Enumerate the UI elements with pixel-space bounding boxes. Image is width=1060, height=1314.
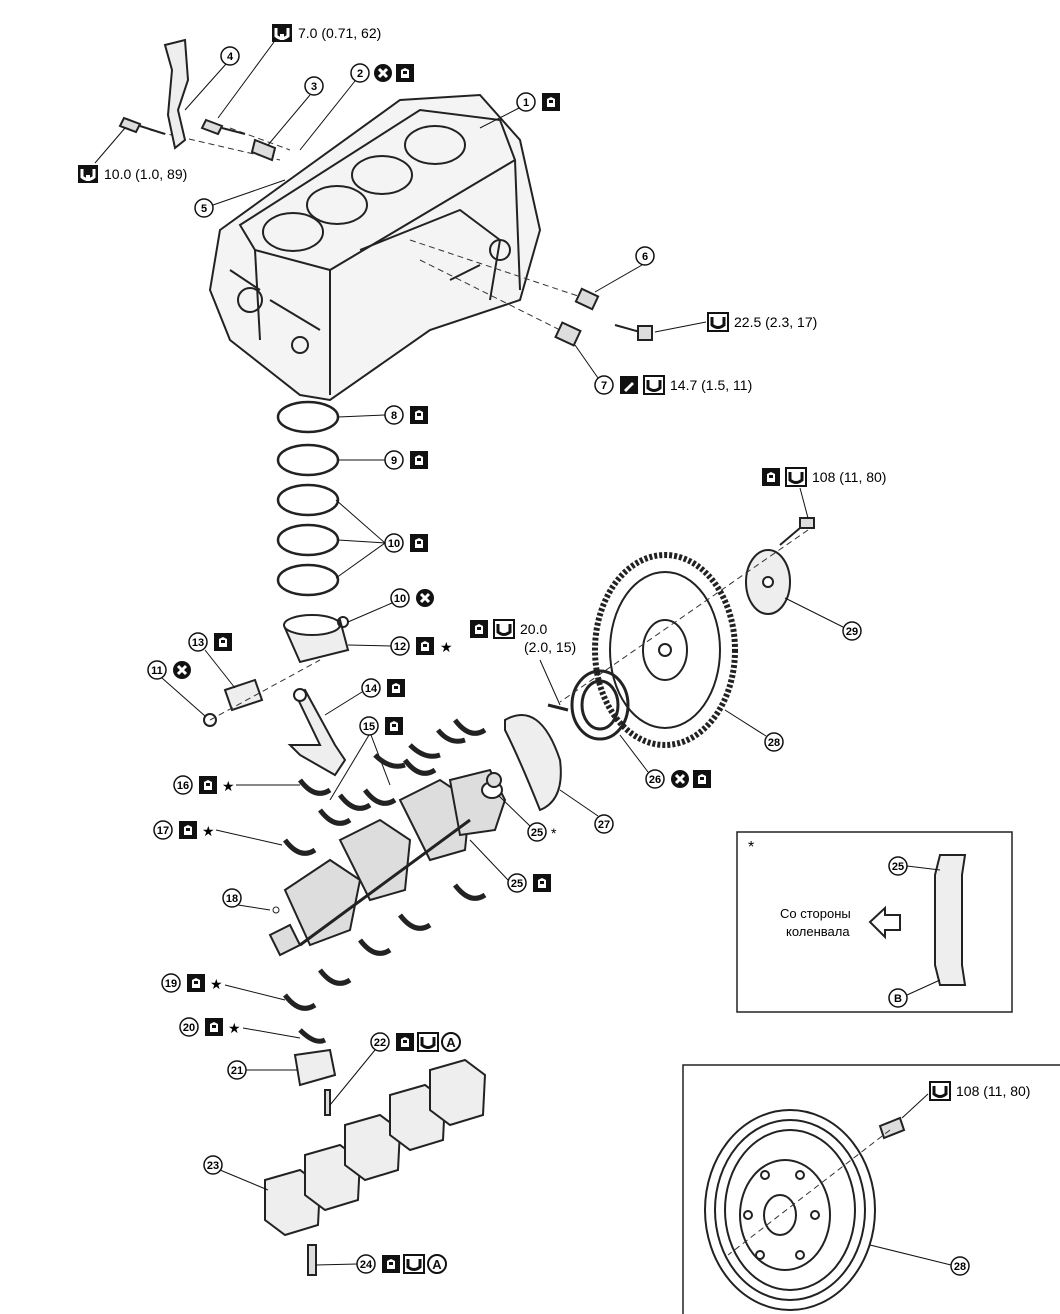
svg-text:25: 25 (531, 827, 543, 839)
svg-text:7.0 (0.71, 62): 7.0 (0.71, 62) (298, 25, 381, 41)
svg-text:★: ★ (228, 1020, 241, 1036)
callout-group-crank: 25 25 * (469, 794, 557, 893)
svg-text:14.7 (1.5, 11): 14.7 (1.5, 11) (670, 377, 752, 393)
svg-text:Со стороны: Со стороны (780, 906, 851, 921)
svg-text:19: 19 (165, 978, 177, 990)
pilot-bushing (486, 772, 502, 788)
svg-text:25: 25 (892, 861, 904, 873)
piston-axis-line (209, 659, 321, 721)
svg-text:*: * (748, 839, 754, 856)
svg-text:5: 5 (201, 203, 207, 215)
piston (283, 614, 350, 664)
svg-text:9: 9 (391, 455, 397, 467)
drive-plate (745, 549, 791, 615)
svg-text:21: 21 (231, 1065, 243, 1077)
rear-axis-line (559, 529, 809, 703)
connecting-rod-cap (293, 1048, 337, 1087)
svg-text:12: 12 (394, 641, 406, 653)
crank-pulley-bolt (878, 1116, 906, 1140)
flywheel (592, 552, 738, 748)
torque-labels-top: 7.0 (0.71, 62) 10.0 (1.0, 89) 22.5 (2.3,… (76, 22, 817, 333)
connecting-rod (287, 688, 347, 777)
svg-text:13: 13 (192, 637, 204, 649)
svg-text:★: ★ (222, 778, 235, 794)
pilot-bushing-section (934, 854, 967, 986)
svg-text:3: 3 (311, 81, 317, 93)
svg-text:7: 7 (601, 380, 607, 392)
svg-text:1: 1 (523, 97, 529, 109)
svg-text:25: 25 (511, 878, 523, 890)
svg-text:★: ★ (440, 639, 453, 655)
svg-text:29: 29 (846, 626, 858, 638)
svg-text:22: 22 (374, 1037, 386, 1049)
svg-text:108 (11, 80): 108 (11, 80) (956, 1083, 1030, 1099)
svg-text:20.0: 20.0 (520, 621, 547, 637)
callout-group-piston: 10 12 ★ 13 11 (147, 587, 453, 717)
svg-text:26: 26 (649, 774, 661, 786)
svg-text:16: 16 (177, 780, 189, 792)
svg-text:коленвала: коленвала (786, 924, 850, 939)
svg-text:★: ★ (202, 823, 215, 839)
svg-text:108 (11, 80): 108 (11, 80) (812, 469, 886, 485)
svg-text:17: 17 (157, 825, 169, 837)
svg-text:24: 24 (360, 1259, 373, 1271)
callout-group-rear: 20.0 (2.0, 15) 27 26 28 29 108 (11, 80) (470, 466, 886, 834)
svg-text:28: 28 (768, 737, 780, 749)
bolt-3 (200, 118, 277, 162)
arrow-left-icon (868, 905, 901, 940)
svg-text:4: 4 (227, 51, 234, 63)
svg-text:18: 18 (226, 893, 238, 905)
rear-oil-seal (570, 669, 630, 741)
bearing-shells (283, 718, 487, 1044)
flywheel-bolt (779, 517, 815, 546)
svg-text:10: 10 (394, 593, 406, 605)
svg-text:*: * (551, 825, 557, 841)
drain-plug-6 (574, 287, 600, 311)
callout-group-rings: 8 9 10 (335, 405, 428, 579)
drain-plug-7 (554, 321, 582, 347)
inset-detail-box: * Со стороны коленвала 25 B (736, 831, 1013, 1013)
svg-text:15: 15 (363, 721, 375, 733)
bolt-22-5 (614, 324, 653, 341)
svg-text:20: 20 (183, 1022, 195, 1034)
svg-text:B: B (894, 993, 902, 1005)
svg-text:23: 23 (207, 1160, 219, 1172)
svg-text:6: 6 (642, 251, 648, 263)
callout-group-top: 1 2 3 4 5 6 7 14.7 (1.5, 11) (184, 46, 752, 396)
cylinder-block (208, 93, 542, 402)
svg-text:27: 27 (598, 819, 610, 831)
svg-text:14: 14 (365, 683, 378, 695)
svg-text:10.0 (1.0, 89): 10.0 (1.0, 89) (104, 166, 187, 182)
crank-pulley (704, 1109, 876, 1311)
svg-text:8: 8 (391, 410, 397, 422)
svg-text:11: 11 (151, 665, 163, 677)
bolt-4 (118, 116, 166, 135)
piston-rings (276, 400, 340, 597)
svg-text:(2.0, 15): (2.0, 15) (524, 639, 576, 655)
svg-text:2: 2 (357, 68, 363, 80)
svg-text:★: ★ (210, 976, 223, 992)
callout-group-rod: 14 15 16 ★ 17 ★ 18 (153, 678, 405, 911)
svg-text:22.5 (2.3, 17): 22.5 (2.3, 17) (734, 314, 817, 330)
svg-text:10: 10 (388, 538, 400, 550)
rear-oil-seal-retainer (504, 714, 562, 812)
crank-pulley-box: 108 (11, 80) 28 (682, 1064, 1060, 1314)
snap-ring (203, 713, 217, 727)
oil-jet-bracket (163, 38, 190, 150)
main-bearing-caps (264, 1058, 487, 1237)
crankshaft (268, 768, 507, 957)
svg-text:28: 28 (954, 1261, 966, 1273)
main-cap-bolts (307, 1089, 331, 1276)
callout-group-lower: 19 ★ 20 ★ 21 22 23 24 (161, 973, 461, 1275)
woodruff-key (272, 906, 280, 914)
